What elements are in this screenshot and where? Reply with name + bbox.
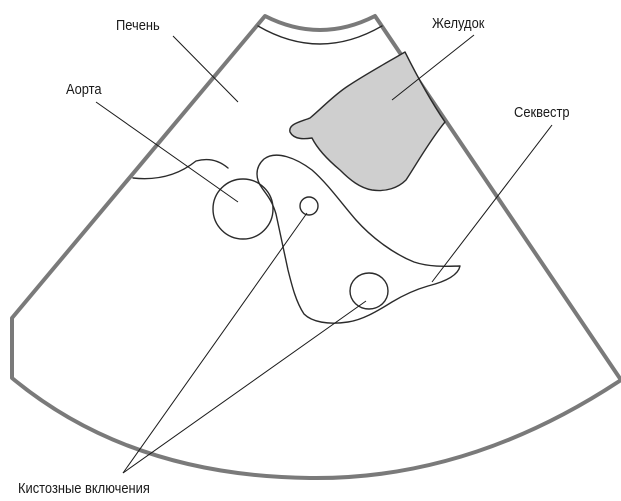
leader-cyst-large (123, 301, 366, 473)
leader-sequestrum (432, 125, 552, 282)
cyst-large (350, 273, 388, 309)
label-stomach: Желудок (432, 15, 484, 33)
liver-boundary (133, 160, 228, 179)
leader-aorta (96, 102, 238, 202)
leader-liver (173, 36, 238, 102)
label-liver: Печень (116, 17, 160, 35)
aorta-circle (213, 179, 273, 239)
leader-cyst-small (123, 213, 307, 473)
ultrasound-sector-outline (12, 16, 621, 478)
stomach-region (290, 52, 445, 191)
label-aorta: Аорта (66, 81, 102, 99)
label-sequestrum: Секвестр (514, 104, 570, 122)
cyst-small (300, 197, 318, 215)
label-cystic-inclusions: Кистозные включения (18, 480, 150, 498)
